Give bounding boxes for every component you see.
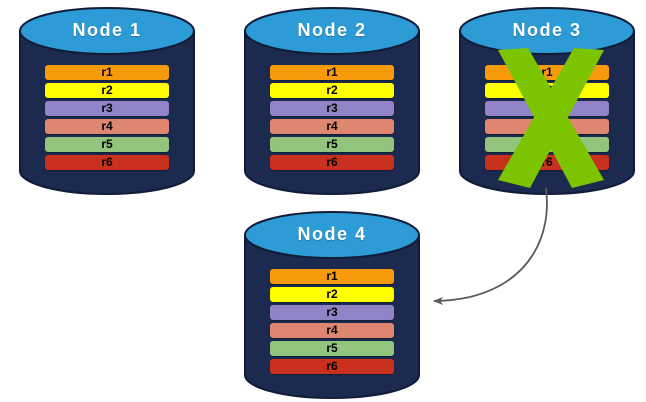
row-label: r2	[101, 83, 113, 97]
row-label: r4	[326, 119, 338, 133]
row-bar-r3[interactable]: r3	[45, 101, 169, 116]
row-list: r1 r2 r3 r4 r5 r6	[18, 65, 196, 170]
row-label: r1	[326, 65, 338, 79]
row-bar-r1[interactable]: r1	[270, 65, 394, 80]
row-bar-r1[interactable]: r1	[45, 65, 169, 80]
row-bar-r2[interactable]: r2	[45, 83, 169, 98]
row-bar-r3[interactable]: r3	[485, 101, 609, 116]
row-bar-r5[interactable]: r5	[270, 137, 394, 152]
row-label: r1	[326, 269, 338, 283]
row-bar-r6[interactable]: r6	[485, 155, 609, 170]
row-label: r1	[101, 65, 113, 79]
row-bar-r2[interactable]: r2	[485, 83, 609, 98]
row-label: r5	[326, 137, 338, 151]
row-label: r3	[541, 101, 553, 115]
row-bar-r2[interactable]: r2	[270, 287, 394, 302]
row-list: r1 r2 r3 r4 r5 r6	[243, 65, 421, 170]
row-label: r5	[326, 341, 338, 355]
row-bar-r4[interactable]: r4	[270, 323, 394, 338]
row-label: r6	[326, 155, 338, 169]
row-label: r6	[541, 155, 553, 169]
row-label: r3	[326, 305, 338, 319]
cylinder-top-cap	[19, 7, 195, 55]
row-bar-r5[interactable]: r5	[485, 137, 609, 152]
row-label: r4	[326, 323, 338, 337]
row-label: r3	[101, 101, 113, 115]
row-label: r3	[326, 101, 338, 115]
row-bar-r4[interactable]: r4	[485, 119, 609, 134]
row-bar-r6[interactable]: r6	[270, 359, 394, 374]
row-label: r2	[326, 83, 338, 97]
row-bar-r6[interactable]: r6	[45, 155, 169, 170]
row-label: r6	[101, 155, 113, 169]
cylinder-top-cap	[244, 7, 420, 55]
row-bar-r5[interactable]: r5	[45, 137, 169, 152]
row-bar-r3[interactable]: r3	[270, 305, 394, 320]
row-list: r1 r2 r3 r4 r5 r6	[458, 65, 636, 170]
row-bar-r2[interactable]: r2	[270, 83, 394, 98]
row-label: r5	[541, 137, 553, 151]
row-bar-r4[interactable]: r4	[45, 119, 169, 134]
arrow-path	[433, 187, 548, 305]
row-bar-r6[interactable]: r6	[270, 155, 394, 170]
row-label: r5	[101, 137, 113, 151]
row-label: r2	[326, 287, 338, 301]
row-bar-r4[interactable]: r4	[270, 119, 394, 134]
cylinder-top-cap	[459, 7, 635, 55]
row-bar-r5[interactable]: r5	[270, 341, 394, 356]
row-label: r4	[101, 119, 113, 133]
row-list: r1 r2 r3 r4 r5 r6	[243, 269, 421, 374]
row-label: r2	[541, 83, 553, 97]
row-label: r4	[541, 119, 553, 133]
cylinder-top-cap	[244, 211, 420, 259]
row-bar-r1[interactable]: r1	[485, 65, 609, 80]
row-label: r1	[541, 65, 553, 79]
row-label: r6	[326, 359, 338, 373]
row-bar-r1[interactable]: r1	[270, 269, 394, 284]
row-bar-r3[interactable]: r3	[270, 101, 394, 116]
